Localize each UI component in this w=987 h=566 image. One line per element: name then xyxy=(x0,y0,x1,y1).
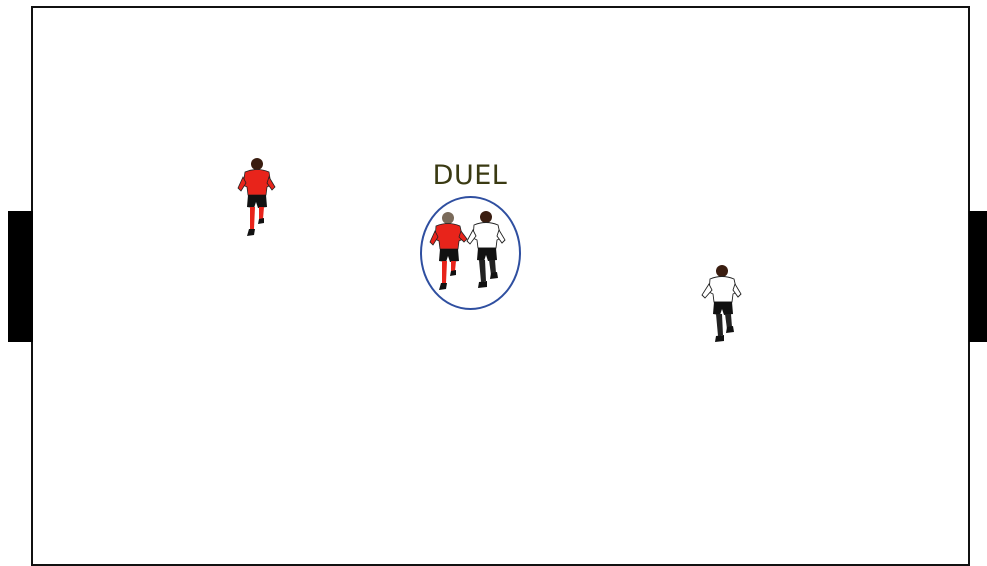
right-goal xyxy=(969,211,987,342)
red-player-icon xyxy=(233,155,279,241)
duel-label: DUEL xyxy=(420,160,520,191)
white-player-icon xyxy=(699,261,745,347)
white-player-icon xyxy=(464,207,510,293)
left-goal xyxy=(8,211,33,342)
